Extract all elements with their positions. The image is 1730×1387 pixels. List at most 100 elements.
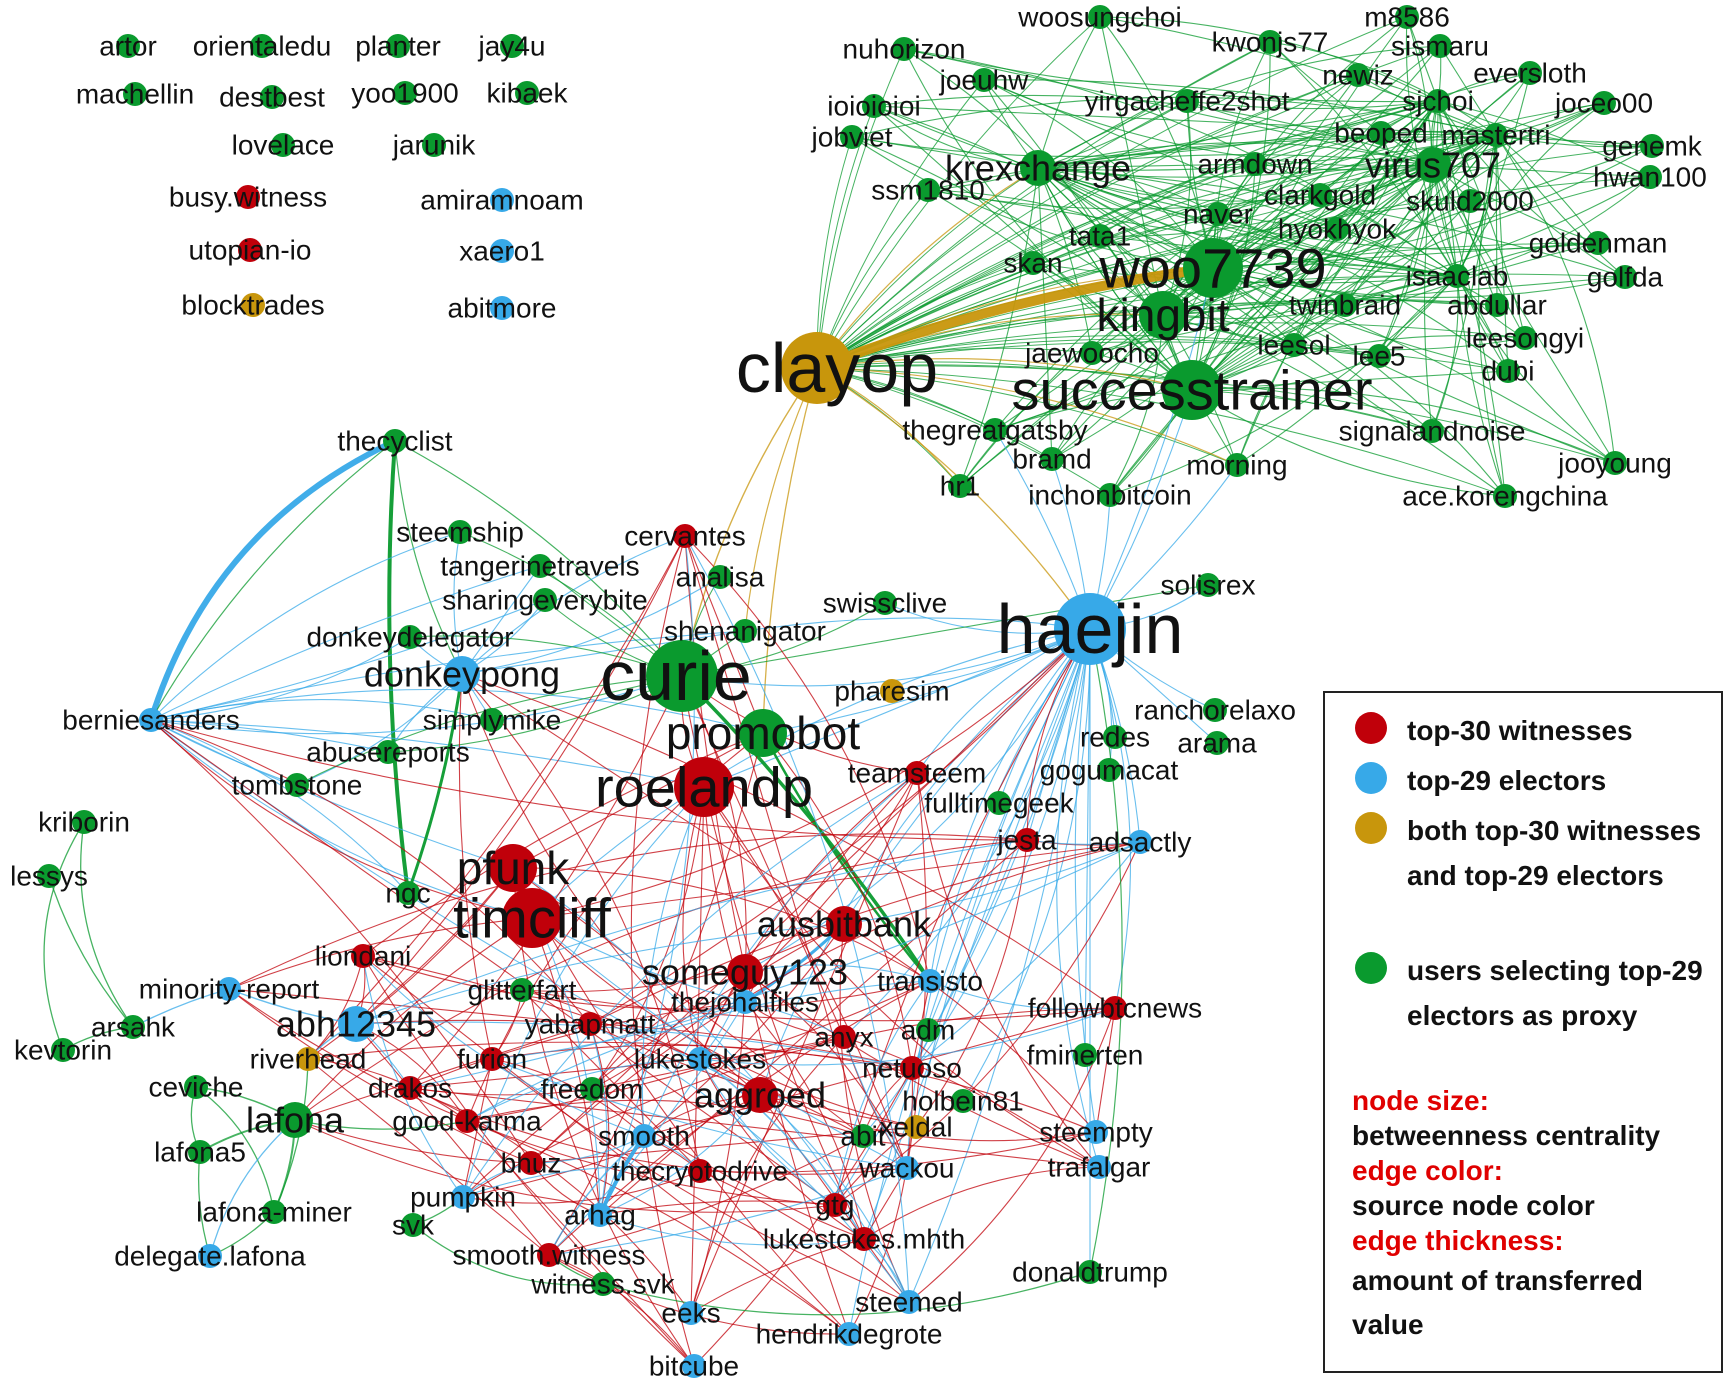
node-m8586: [1395, 5, 1419, 29]
edge-joeuhw-isaaclab: [983, 79, 1458, 277]
edge-timcliff-arhag: [531, 917, 601, 1216]
node-label-donkeypong: donkeypong: [364, 654, 560, 695]
edge-genemk-clayop: [816, 145, 1653, 369]
node-label-woo7739: woo7739: [1098, 237, 1326, 300]
node-isaaclab: [1445, 264, 1469, 288]
edge-netuoso-hendrikdegrote: [848, 1067, 913, 1335]
edge-transisto-someguy123: [744, 964, 931, 982]
edge-newiz-clayop: [816, 74, 1359, 369]
edge-kwonjs77-successtrainer: [1191, 41, 1271, 391]
edge-clayop-promobot: [762, 367, 818, 734]
edge-adsactly-ausbitbank: [843, 841, 1141, 925]
node-label-joceo00: joceo00: [1554, 88, 1653, 119]
edge-jooyoung-successtrainer: [1191, 387, 1616, 464]
node-label-kriborin: kriborin: [38, 807, 130, 838]
edge-smooth.witness-promobot: [548, 732, 764, 1256]
node-label-orientaledu: orientaledu: [193, 31, 332, 62]
edge-lukestokes.mhth-lukestokes: [699, 1058, 865, 1240]
edge-kriborin-arsahk: [80, 821, 134, 1028]
node-nuhorizon: [892, 37, 916, 61]
node-abit: [851, 1124, 875, 1148]
node-label-successtrainer: successtrainer: [1011, 359, 1372, 422]
node-analisa: [708, 565, 732, 589]
node-label-gogumacat: gogumacat: [1040, 755, 1179, 786]
edge-lukestokes-lukestokes.mhth: [699, 1058, 865, 1240]
edge-ausbitbank-pumpkin: [462, 923, 845, 1198]
node-arsahk: [121, 1015, 145, 1039]
node-wackou: [895, 1156, 919, 1180]
node-leesongyi: [1513, 326, 1537, 350]
edge-bramd-sjchoi: [1051, 100, 1439, 460]
edge-thejohalfiles-furion: [491, 1001, 746, 1060]
edge-cervantes-promobot: [684, 535, 764, 734]
node-label-bitcube: bitcube: [649, 1351, 739, 1382]
node-label-liondani: liondani: [315, 941, 412, 972]
edge-successtrainer-mastertri: [1191, 134, 1497, 391]
node-arhag: [588, 1203, 612, 1227]
edge-jesta-xeldal: [915, 839, 1028, 1128]
node-busy.witness: [236, 185, 260, 209]
node-morning: [1225, 453, 1249, 477]
edge-goldenman-successtrainer: [1191, 242, 1599, 391]
node-steempty: [1084, 1120, 1108, 1144]
node-jooyoung: [1603, 451, 1627, 475]
edge-abdullar-krexchange: [1037, 167, 1498, 306]
node-label-sharingeverybite: sharingeverybite: [442, 585, 647, 616]
edge-donaldtrump-haejin: [1089, 628, 1123, 1273]
edge-smooth-bhuz: [530, 1135, 645, 1164]
edge-haejin-timcliff: [531, 628, 1091, 919]
node-label-jaewoocho: jaewoocho: [1024, 338, 1159, 369]
edge-liondani-transisto: [362, 955, 931, 1010]
node-steemed: [897, 1290, 921, 1314]
edge-lee5-sjchoi: [1378, 100, 1439, 357]
node-kwonjs77: [1258, 30, 1282, 54]
node-jesta: [1015, 828, 1039, 852]
edge-good-karma-abit: [466, 1099, 864, 1137]
node-label-clarkgold: clarkgold: [1264, 180, 1376, 211]
node-label-lee5: lee5: [1353, 341, 1406, 372]
node-donkeydelegator: [398, 625, 422, 649]
edge-nuhorizon-virus707: [903, 48, 1434, 166]
node-thegreatgatsby: [983, 418, 1007, 442]
legend-edge-thickness-key: edge thickness:: [1352, 1225, 1564, 1256]
edge-leesongyi-sjchoi: [1437, 100, 1526, 339]
node-pharesim: [880, 679, 904, 703]
node-someguy123: [727, 954, 763, 990]
node-lukestokes.mhth: [852, 1227, 876, 1251]
edge-kwonjs77-mastertri: [1269, 41, 1497, 136]
edge-pumpkin-thecryptodrive: [462, 1166, 701, 1198]
edge-cervantes-abit: [684, 535, 864, 1137]
node-netuoso: [900, 1056, 924, 1080]
node-followbtcnews: [1103, 996, 1127, 1020]
node-mastertri: [1484, 123, 1508, 147]
legend-item-elector: top-29 electors: [1355, 758, 1707, 803]
node-lee5: [1367, 344, 1391, 368]
edge-dubi-clayop: [816, 341, 1509, 372]
edge-donkeypong-cervantes: [461, 535, 686, 675]
edge-lukestokes.mhth-eeks: [690, 1238, 865, 1314]
edge-aggroed-steempty: [759, 1094, 1097, 1142]
edge-adsactly-drakos: [409, 841, 1141, 1089]
node-label-jobviet: jobviet: [811, 122, 893, 153]
node-label-pumpkin: pumpkin: [410, 1182, 516, 1213]
node-label-someguy123: someguy123: [642, 952, 848, 993]
edge-clayop-morning: [816, 367, 1238, 466]
node-label-ioioioioi: ioioioioi: [827, 91, 920, 122]
edge-hyokhyok-krexchange: [1037, 167, 1338, 230]
node-yabapmatt: [578, 1012, 602, 1036]
edge-lafona-good-karma: [294, 1119, 468, 1130]
edge-arhag-lukestokes.mhth: [599, 1214, 865, 1246]
edge-cervantes-abh12345: [355, 535, 686, 1025]
edge-inchonbitcoin-clayop: [816, 367, 1111, 496]
node-anyx: [832, 1025, 856, 1049]
node-label-woosungchoi: woosungchoi: [1017, 2, 1181, 33]
edge-netuoso-promobot: [762, 732, 913, 1069]
edge-berniesanders-donkeydelegator: [150, 636, 411, 721]
edge-inchonbitcoin-virus707: [1109, 164, 1434, 496]
edge-clayop-woo7739: [815, 263, 1214, 373]
edge-woo7739-mastertri: [1212, 134, 1497, 269]
node-donkeypong: [444, 656, 480, 692]
node-label-transisto: transisto: [877, 966, 983, 997]
node-sharingeverybite: [533, 588, 557, 612]
node-label-steemship: steemship: [396, 517, 524, 548]
